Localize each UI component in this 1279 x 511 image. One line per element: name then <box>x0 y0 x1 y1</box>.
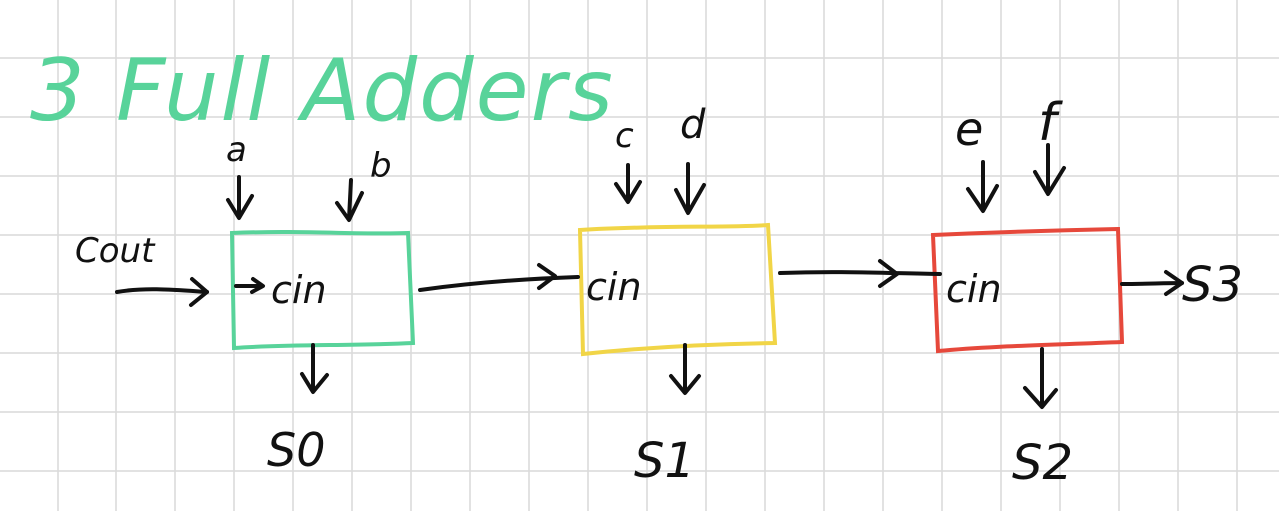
adder-box <box>577 222 778 357</box>
adder-box <box>930 226 1125 354</box>
final-carry-arrow <box>1120 281 1184 286</box>
full-adder-2: e f cin S2 <box>930 93 1125 491</box>
arrow-head <box>674 183 706 215</box>
arrow-head <box>189 277 209 307</box>
adder-box <box>229 230 416 351</box>
sum-output-label: S2 <box>1012 435 1073 491</box>
arrow-head <box>226 194 254 220</box>
diagram-title: 3 Full Adders <box>30 41 615 141</box>
input-label: c <box>615 116 634 156</box>
input-label: e <box>955 102 983 156</box>
arrow-head <box>300 372 329 394</box>
arrow-head <box>1033 166 1066 196</box>
full-adder-0: a b cin S0 <box>226 130 416 477</box>
full-adder-1: c d cin S1 <box>577 102 778 489</box>
carry-arrow <box>418 275 580 292</box>
final-carry-output-label: S3 <box>1182 257 1243 313</box>
arrow-head <box>669 374 701 395</box>
arrow-head <box>250 277 265 294</box>
carry-in-arrow <box>115 287 209 294</box>
arrow-head <box>966 184 999 213</box>
cin-label: cin <box>271 268 327 312</box>
arrow-group <box>115 143 1184 409</box>
arrow-head <box>1023 386 1058 409</box>
carry-in-label: Cout <box>75 231 156 271</box>
arrow-head <box>537 263 557 290</box>
sum-output-label: S1 <box>634 433 695 489</box>
arrow-head <box>335 191 364 222</box>
sum-output-label: S0 <box>267 423 325 477</box>
cin-label: cin <box>586 265 642 309</box>
input-label: d <box>680 102 706 148</box>
arrow-head <box>878 259 899 288</box>
arrow-head <box>614 180 642 204</box>
input-arrow <box>347 178 353 221</box>
input-label: a <box>226 130 247 170</box>
carry-arrow <box>778 270 942 276</box>
arrow-head <box>1164 270 1184 296</box>
input-label: b <box>370 146 392 186</box>
cin-label: cin <box>946 267 1002 311</box>
